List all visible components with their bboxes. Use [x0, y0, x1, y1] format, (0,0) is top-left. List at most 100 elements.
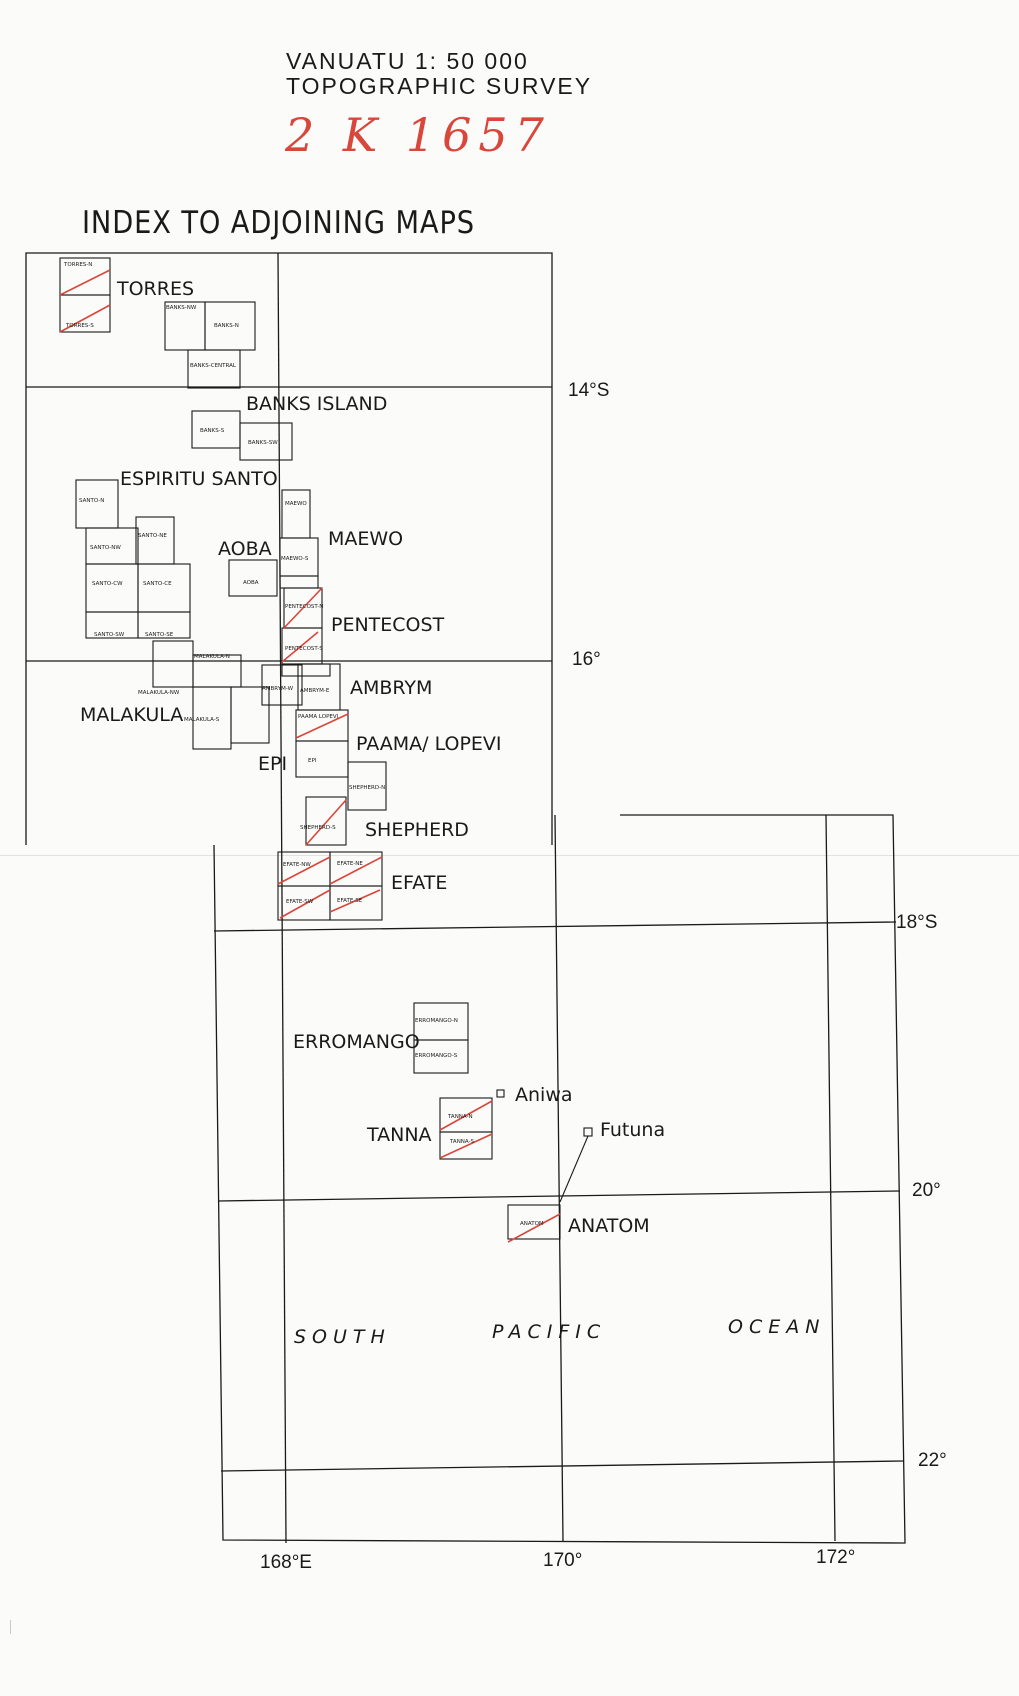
sheet-tanna-s: [439, 1131, 493, 1160]
sheet-epi: [295, 740, 349, 778]
lat-14s: 14°S: [568, 380, 609, 401]
graticule-170e: [554, 814, 564, 1542]
sheet-label: SANTO-NW: [90, 545, 121, 551]
lat-18s: 18°S: [896, 912, 937, 933]
label-tanna: TANNA: [366, 1124, 432, 1146]
sheet-label: BANKS-SW: [248, 440, 278, 446]
sheet-santo-ne: [135, 516, 175, 565]
lat-20s: 20°: [912, 1180, 941, 1201]
futuna-marker: [583, 1127, 593, 1137]
sheet-label: TORRES-S: [65, 323, 94, 329]
sheet-label: BANKS-CENTRAL: [190, 363, 237, 369]
sheet-boxes: [59, 257, 593, 1240]
label-anatom: ANATOM: [568, 1215, 650, 1237]
sheet-label: MALAKULA-S: [184, 717, 220, 723]
handwritten-annotation: 2 K 1657: [285, 108, 551, 162]
sheet-label: AMBRYM-W: [262, 686, 294, 692]
label-pentecost: PENTECOST: [331, 614, 445, 636]
sheet-ambrym-w: [261, 664, 303, 706]
sheet-banks-sw: [239, 422, 293, 461]
sheet-label: SANTO-CE: [143, 581, 172, 587]
sheet-label: EFATE-SE: [337, 898, 363, 904]
lat-16s: 16°: [572, 649, 601, 670]
sheet-santo-n: [75, 479, 119, 529]
sheet-label: MAEWO: [285, 501, 307, 507]
graticule-172e: [825, 814, 836, 1542]
label-epi: EPI: [258, 753, 287, 775]
sheet-label: MAEWO-S: [281, 556, 309, 562]
sheet-label: ANATOM: [520, 1221, 544, 1227]
sheet-shepherd-s: [305, 796, 347, 846]
label-aoba: AOBA: [218, 538, 272, 560]
label-paama-lopevi: PAAMA/ LOPEVI: [356, 733, 502, 755]
ocean-word-south: SOUTH: [294, 1326, 391, 1348]
red-check-marks: [59, 269, 561, 1243]
label-aniwa: Aniwa: [515, 1084, 573, 1106]
sheet-label: BANKS-N: [214, 323, 239, 329]
label-erromango: ERROMANGO: [293, 1031, 420, 1053]
header-line-1: VANUATU 1: 50 000: [286, 48, 529, 74]
aniwa-marker: [496, 1089, 505, 1098]
sheet-efate-ne: [329, 851, 383, 887]
lon-172e: 172°: [816, 1547, 855, 1568]
label-efate: EFATE: [391, 872, 447, 894]
sheet-efate-nw: [277, 851, 331, 887]
graticule-168e: [277, 252, 287, 1544]
label-maewo: MAEWO: [328, 528, 403, 550]
sheet-label: SANTO-NE: [138, 533, 167, 539]
sheet-santo-cw: [85, 563, 139, 613]
sheet-label: SHEPHERD-N: [349, 785, 385, 791]
lon-170e: 170°: [543, 1550, 582, 1571]
sheet-label: SHEPHERD-S: [300, 825, 336, 831]
label-shepherd: SHEPHERD: [365, 819, 469, 841]
lon-168e: 168°E: [260, 1552, 312, 1573]
sheet-label: ERROMANGO-N: [415, 1018, 458, 1024]
sheet-label: EFATE-SW: [286, 899, 314, 905]
label-malakula: MALAKULA: [80, 704, 183, 726]
ocean-word-pacific: PACIFIC: [492, 1321, 606, 1343]
sheet-torres-s: [59, 294, 111, 333]
sheet-label: TANNA-N: [447, 1114, 473, 1120]
sheet-anatom: [507, 1204, 561, 1240]
sheet-malakula-se: [230, 686, 270, 744]
ocean-word-ocean: OCEAN: [728, 1316, 825, 1338]
edge-mark: [10, 1620, 11, 1634]
sheet-pentecost-strip: [279, 575, 319, 589]
sheet-label: SANTO-SE: [145, 632, 174, 638]
map-frame: [25, 252, 906, 1544]
sheet-maewo: [281, 489, 311, 539]
sheet-label: SANTO-N: [79, 498, 104, 504]
label-ambrym: AMBRYM: [350, 677, 432, 699]
futuna-leader-line: [559, 1135, 589, 1203]
sheet-label: TANNA-S: [449, 1139, 475, 1145]
sheet-ambrym-e: [297, 663, 341, 711]
sheet-label: PENTECOST-N: [285, 604, 323, 610]
sheet-santo-se: [137, 611, 191, 639]
label-banks-island: BANKS ISLAND: [246, 393, 387, 415]
sheet-label: AMBRYM-E: [300, 688, 330, 694]
sheet-pentecost-strip-2: [281, 663, 331, 677]
graticule-18s: [213, 921, 897, 932]
sheet-label: MALAKULA-NW: [138, 690, 180, 696]
sheet-label: MALAKULA-N: [194, 654, 230, 660]
sheet-label: TORRES-N: [63, 262, 92, 268]
sheet-label: SANTO-SW: [94, 632, 125, 638]
upper-frame: [25, 252, 553, 845]
sheet-malakula-nw: [152, 640, 194, 688]
sheet-label: SANTO-CW: [92, 581, 123, 587]
sheet-label: BANKS-S: [200, 428, 225, 434]
sheet-label: EFATE-NW: [283, 862, 311, 868]
sheet-label: ERROMANGO-S: [415, 1053, 458, 1059]
lower-frame: [213, 814, 906, 1544]
label-espiritu-santo: ESPIRITU SANTO: [120, 468, 278, 490]
sheet-efate-se: [329, 885, 383, 921]
sheet-label: PENTECOST-S: [285, 646, 323, 652]
sheet-santo-ce: [137, 563, 191, 613]
sheet-label: EPI: [308, 758, 317, 764]
label-futuna: Futuna: [600, 1119, 665, 1141]
header-line-2: TOPOGRAPHIC SURVEY: [286, 73, 593, 99]
sheet-aoba: [228, 559, 278, 597]
sheet-shepherd-n: [347, 761, 387, 811]
sheet-label: EFATE-NE: [337, 861, 363, 867]
paper-fold-line: [0, 855, 1019, 856]
